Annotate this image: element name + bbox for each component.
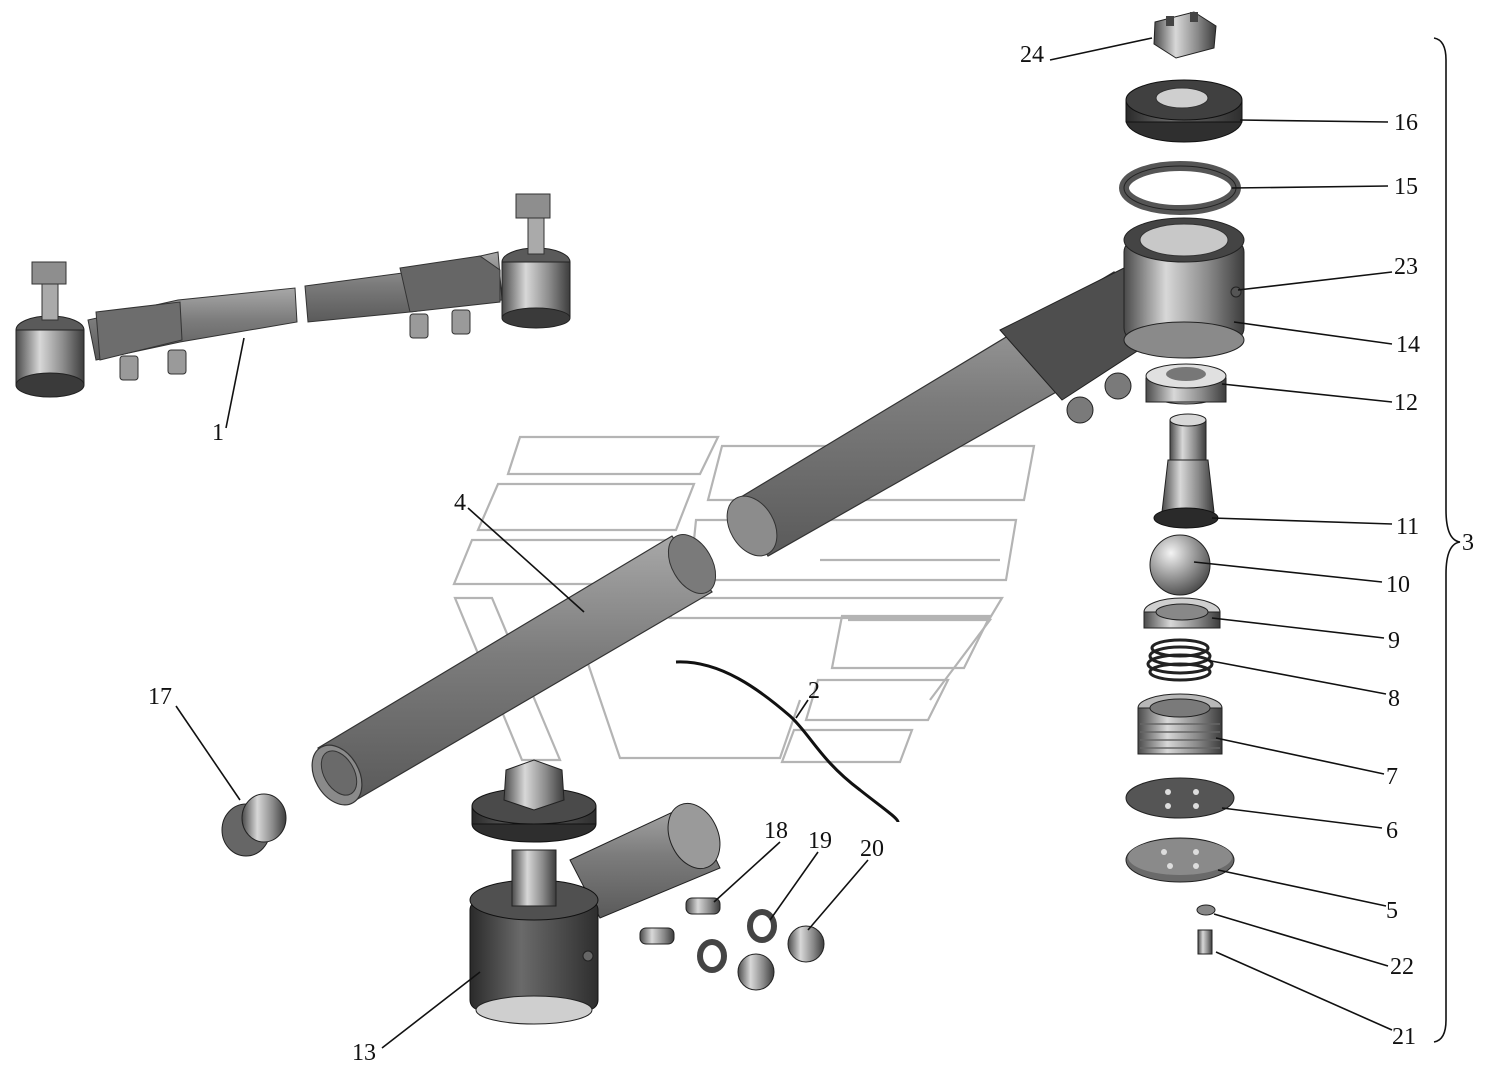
callout-22: 22 bbox=[1390, 954, 1414, 980]
callout-14: 14 bbox=[1396, 332, 1420, 358]
rod-with-socket-illustration bbox=[726, 217, 1245, 557]
callout-9: 9 bbox=[1388, 628, 1400, 654]
callout-21: 21 bbox=[1392, 1024, 1416, 1050]
callout-3: 3 bbox=[1462, 530, 1474, 556]
callout-5: 5 bbox=[1386, 898, 1398, 924]
callout-labels: 1 2 3 4 5 6 7 8 9 10 11 12 13 14 15 16 1… bbox=[148, 42, 1474, 1066]
callout-10: 10 bbox=[1386, 572, 1410, 598]
tie-rod-assembly-illustration bbox=[15, 193, 571, 398]
tie-rod-end-illustration bbox=[469, 759, 825, 1025]
callout-12: 12 bbox=[1394, 390, 1418, 416]
callout-16: 16 bbox=[1394, 110, 1418, 136]
exploded-parts-column bbox=[1119, 11, 1243, 955]
callout-24: 24 bbox=[1020, 42, 1044, 68]
watermark-logo bbox=[452, 435, 1036, 764]
callout-13: 13 bbox=[352, 1040, 376, 1066]
callout-1: 1 bbox=[212, 420, 224, 446]
group-brace bbox=[1433, 37, 1461, 1043]
callout-8: 8 bbox=[1388, 686, 1400, 712]
callout-11: 11 bbox=[1396, 514, 1419, 540]
leader-lines bbox=[175, 37, 1393, 1049]
callout-15: 15 bbox=[1394, 174, 1418, 200]
wire-illustration bbox=[675, 660, 900, 823]
callout-23: 23 bbox=[1394, 254, 1418, 280]
callout-20: 20 bbox=[860, 836, 884, 862]
callout-6: 6 bbox=[1386, 818, 1398, 844]
callout-18: 18 bbox=[764, 818, 788, 844]
callout-17: 17 bbox=[148, 684, 172, 710]
plug-illustration bbox=[221, 793, 287, 857]
callout-7: 7 bbox=[1386, 764, 1398, 790]
callout-4: 4 bbox=[454, 490, 466, 516]
tube-illustration bbox=[311, 534, 717, 806]
callout-2: 2 bbox=[808, 678, 820, 704]
callout-19: 19 bbox=[808, 828, 832, 854]
